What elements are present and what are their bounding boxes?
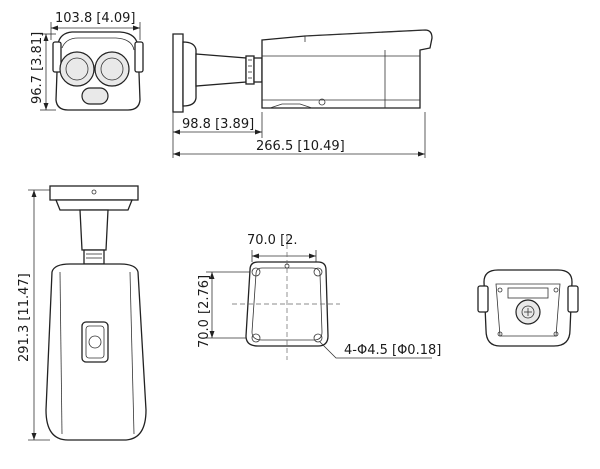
bottom-mount-plate <box>49 185 139 201</box>
mount-hole-bottom-left <box>251 333 261 343</box>
mount-hole-top-right <box>313 267 323 277</box>
mount-height-top-label: [2.76] <box>197 275 212 314</box>
camera-body-side <box>261 29 433 109</box>
side-short-label: 98.8 [3.89] <box>182 117 254 132</box>
hole-spec-leader <box>319 341 432 359</box>
access-port <box>81 321 109 363</box>
right-shield-tab <box>134 41 144 73</box>
front-width-label: 103.8 [4.09] <box>55 11 135 26</box>
optical-lens <box>94 51 130 87</box>
ir-window <box>81 87 109 105</box>
bottom-height-label: 291.3 [11.47] <box>17 273 32 362</box>
mount-hole-bottom-right <box>313 333 323 343</box>
mount-height-bottom-label: 70.0 <box>197 319 212 348</box>
mount-arm <box>195 53 247 87</box>
bottom-mount-arm <box>79 209 109 251</box>
front-height-label: 96.7 [3.81] <box>30 32 45 104</box>
left-shield-tab <box>52 41 62 73</box>
rear-view <box>477 269 579 347</box>
side-view: 98.8 [3.89] 266.5 [10.49] <box>172 29 433 158</box>
side-total-label: 266.5 [10.49] <box>256 139 345 154</box>
wall-mount-plate <box>172 33 184 113</box>
mount-plate-view: 70.0 [2. [2.76] 70.0 4-Φ4.5 [Φ0.18] <box>197 233 441 360</box>
thermal-lens <box>59 51 95 87</box>
hole-spec-label: 4-Φ4.5 [Φ0.18] <box>344 343 441 358</box>
bottom-view: 291.3 [11.47] <box>17 185 147 441</box>
mount-hole-top-left <box>251 267 261 277</box>
front-view: 103.8 [4.09] 96.7 [3.81] <box>30 11 144 111</box>
mount-width-label: 70.0 [2. <box>247 233 298 248</box>
